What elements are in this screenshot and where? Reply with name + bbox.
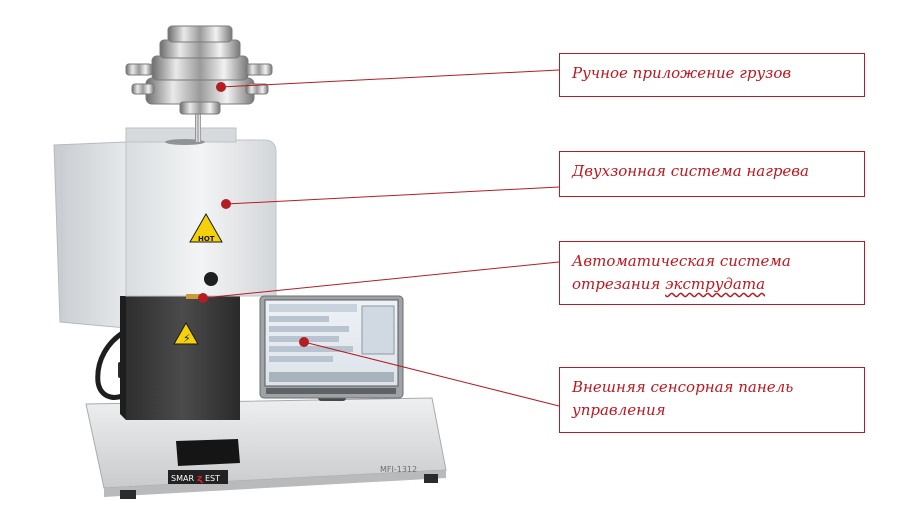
leader-line-heating — [225, 186, 560, 205]
brand-accent-icon: ʐ — [197, 474, 204, 484]
hazard-warning-icon — [173, 321, 199, 345]
leader-line-cutting — [202, 261, 560, 299]
callout-heating-system: Двухзонная система нагрева — [559, 151, 865, 197]
left-side-panel — [53, 141, 127, 329]
touch-control-panel — [259, 295, 404, 401]
callout-text: Ручное приложение грузов — [572, 64, 792, 82]
svg-text:⚡: ⚡ — [183, 332, 191, 345]
piston-rod — [195, 90, 201, 142]
base-plate: SMAR ʐ EST MFI-1312 — [85, 397, 447, 499]
callout-text: Двухзонная система нагрева — [572, 162, 809, 180]
callout-auto-cutting: Автоматическая система отрезания экструд… — [559, 241, 865, 305]
leader-line-panel — [303, 341, 560, 407]
extrusion-chamber: ⚡ — [120, 296, 240, 420]
brand-plate — [168, 470, 228, 484]
heating-body: HOT — [125, 127, 277, 299]
callout-text: Автоматическая система — [572, 252, 791, 270]
callout-touch-panel: Внешняя сенсорная панель управления — [559, 367, 865, 433]
model-label: MFI-1312 — [380, 465, 417, 474]
brand-label-left: SMAR — [171, 474, 194, 483]
leader-lines — [202, 69, 560, 407]
base-foot — [120, 490, 136, 499]
callout-text: Внешняя сенсорная панель — [572, 378, 794, 396]
hot-warning-icon — [189, 212, 223, 243]
callout-text: отрезания — [572, 275, 661, 293]
hot-warning-label: HOT — [198, 235, 215, 243]
weight-stack — [125, 25, 273, 115]
leader-line-weights — [220, 69, 560, 88]
brand-label-right: EST — [205, 474, 220, 483]
marker-dot-weights — [216, 82, 226, 92]
callout-text: управления — [572, 401, 666, 419]
marker-dot-cutting — [198, 293, 208, 303]
marker-dot-panel — [299, 337, 309, 347]
callout-text-line-2: отрезания экструдата — [572, 273, 852, 296]
power-cable — [95, 329, 126, 400]
base-foot — [424, 474, 438, 483]
callout-manual-weights: Ручное приложение грузов — [559, 53, 865, 97]
cutter-knob — [204, 272, 218, 286]
base-slot — [176, 439, 240, 466]
spellcheck-underlined-word: экструдата — [665, 275, 766, 293]
markers — [198, 82, 309, 347]
marker-dot-heating — [221, 199, 231, 209]
